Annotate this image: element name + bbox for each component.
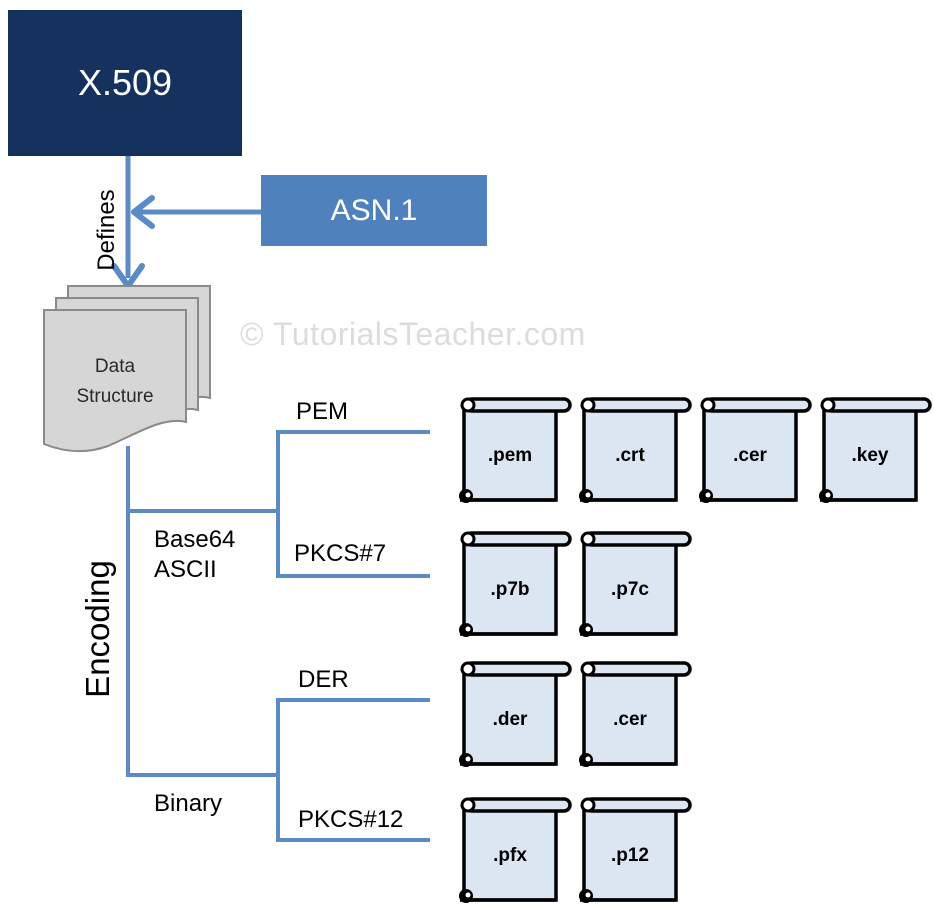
pem-label: PEM [296,398,349,425]
data-structure-line2: Structure [76,386,154,407]
pkcs7-label: PKCS#7 [294,540,387,567]
file-scroll-icon: .p7c [579,531,692,637]
der-label: DER [298,666,349,693]
file-extension-label: .p7b [490,579,529,600]
file-extension-label: .pem [488,445,532,466]
file-scroll-icon: .key [819,397,932,503]
binary-label: Binary [154,790,223,817]
defines-label: Defines [93,189,120,271]
file-extension-label: .crt [615,445,645,466]
x509-label: X.509 [77,62,173,103]
file-extension-label: .p12 [611,845,649,866]
watermark-text: © TutorialsTeacher.com [240,316,586,352]
x509-box: X.509 [8,10,242,156]
file-scroll-icon: .crt [579,397,692,503]
file-scroll-icon: .pem [459,397,572,503]
file-extension-label: .p7c [611,579,649,600]
encoding-label: Encoding [79,560,116,698]
file-scroll-icon: .cer [579,661,692,767]
base64-ascii-label: Base64 ASCII [154,525,235,585]
asn1-label: ASN.1 [330,193,418,227]
asn1-box: ASN.1 [261,175,487,246]
base64-label-line1: Base64 [154,526,236,553]
data-structure-label: Data Structure [44,352,186,412]
asn1-arrowhead [131,195,155,229]
data-structure-line1: Data [94,356,136,377]
file-scroll-icon: .der [459,661,572,767]
file-scroll-icon: .pfx [459,797,572,903]
file-scroll-icon: .p12 [579,797,692,903]
data-structure-doc-icon [43,285,211,453]
file-extension-label: .der [493,709,528,730]
file-extension-label: .pfx [493,845,527,866]
file-scroll-icon: .cer [699,397,812,503]
file-scroll-icon: .p7b [459,531,572,637]
file-scroll-layer: .pem .crt .cer .key .p7b .p7c .der .cer .pfx .p12 [459,397,932,903]
file-extension-label: .cer [733,445,767,466]
file-extension-label: .key [852,445,889,466]
file-extension-label: .cer [613,709,647,730]
pkcs12-label: PKCS#12 [298,806,404,833]
base64-label-line2: ASCII [154,556,217,583]
